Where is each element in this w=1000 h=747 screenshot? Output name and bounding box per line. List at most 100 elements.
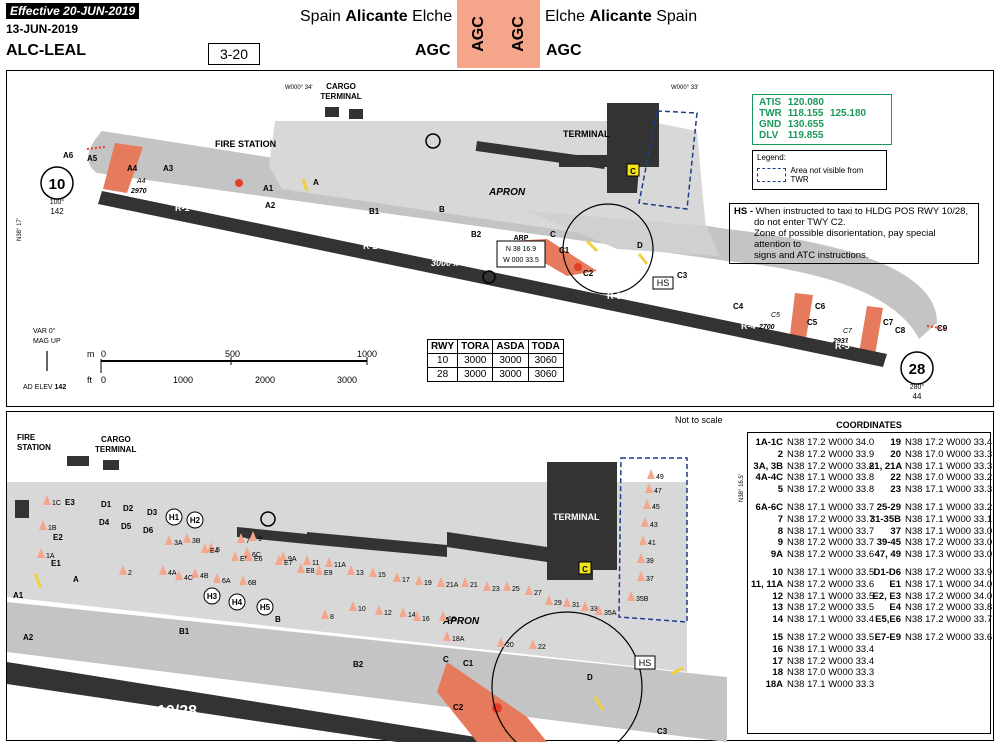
dd-cell: 3060 [527,367,564,382]
stand-c-sign-label: C [630,167,636,176]
helipad-h5-label: H5 [260,603,271,612]
stand-label: 4B [200,573,209,580]
stand-marker [237,533,245,543]
ad-elev-label: AD ELEV [23,384,53,391]
stand-marker [37,548,45,558]
freq-value: 120.080 [787,97,824,108]
twy-a1: A1 [263,184,274,193]
stand-coordinate: N38 17.0 W000 33.2 [905,472,993,484]
stand-marker [581,601,589,611]
rwy28-label: 28 [909,361,926,378]
detail-hs-tag-box [634,655,656,670]
stand-marker [297,563,305,573]
hotspot-c2-icon [574,263,582,271]
detail-cargo-label-2: TERMINAL [95,445,136,454]
twy-c9: C9 [937,324,948,333]
stand-marker [207,542,215,552]
helipads: H1 H2 H3 H4 H5 [165,508,274,616]
hotspot-note-line3: Zone of possible disorientation, pay spe… [754,228,936,250]
freq-name: DLV [759,130,779,141]
hs-tag-box [652,276,674,290]
twy-c2: C2 [583,269,594,278]
cargo-label-1: CARGO [326,82,356,91]
page-number: 3-20 [208,43,260,65]
stand-id: D1-D6 [873,566,901,578]
helipad-h3-label: H3 [207,592,218,601]
stand-coordinate: N38 17.1 W000 34.0 [905,578,993,590]
detail-twy-c1: C1 [463,659,474,668]
stand-label: 27 [534,590,542,597]
stand-id: 15 [772,631,783,643]
twy-c8: C8 [895,326,906,335]
detail-twy-b: B [275,615,281,624]
stand-label: 37 [646,576,654,583]
stand-label: E5 [240,556,249,563]
stand-marker [461,577,469,587]
detail-twy-b1: B1 [179,627,190,636]
dd-header-cell: RWY [426,339,459,354]
stand-label: E6 [254,556,263,563]
stand-label: 31 [572,602,580,609]
twy-b1: B1 [369,207,380,216]
detail-fire-label-2: STATION [17,443,51,452]
rwy-r1: R-1 [175,203,190,213]
stand-label: 7 [246,538,250,545]
stand-id: 11, 11A [751,578,784,590]
twy-c1: C1 [559,246,570,255]
stand-label: 12 [384,610,392,617]
detail-terminal-label: TERMINAL [553,512,600,522]
stand-marker [43,495,51,505]
stand-marker [415,575,423,585]
stand-id: 2 [777,448,783,460]
intersection-a4: A4 [136,178,146,185]
stop-bar-d [637,253,649,265]
helipad-h3 [203,587,221,605]
detail-cargo-building-1 [67,456,89,466]
stand-label: 29 [554,600,562,607]
stand-coordinate: N38 17.2 W000 33.7 [787,537,875,549]
stand-coordinate: N38 17.1 W000 33.4 [787,643,875,655]
legend-title: Legend: [757,153,786,162]
detail-twy-a2: A2 [23,633,34,642]
freq-name: ATIS [759,97,782,108]
region-right: Elche [545,8,586,25]
detail-stand-c-label: C [582,565,588,574]
stand-label: 21 [470,582,478,589]
scale-ft-2000: 2000 [255,375,275,385]
stand-coordinate: N38 17.2 W000 33.5 [787,602,875,614]
stand-id: 8 [777,525,783,537]
chart-name: ALC-LEAL [6,42,86,59]
stand-label: 17 [402,577,410,584]
hold-a6 [86,146,106,150]
stand-label: 43 [650,522,658,529]
stand-marker [545,595,553,605]
lon-right: W000° 33' [671,85,699,91]
detail-runway [7,662,507,742]
twy-c3: C3 [677,271,688,280]
rwy28-bearing: 280° [910,383,925,391]
stand-coordinate: N38 17.1 W000 33.2 [905,501,993,513]
country-left: Spain [300,8,341,25]
dist-2931: 2931 [832,338,849,345]
stand-id: 39-45 [876,537,901,549]
stand-id [869,656,905,668]
runway-segment-labels: R-1 R-2 R-3 R-4 R-5 3000 x 45 [175,203,850,351]
dd-cell: 3000 [457,367,494,382]
detail-twy-c3: C3 [657,727,668,736]
stand-coordinate [905,656,987,668]
stand-coordinate: N38 17.1 W000 33.5 [787,566,875,578]
dd-header-cell: TORA [457,339,494,354]
detail-stop-bar-a1 [33,573,43,589]
stand-marker [303,555,311,565]
stand-marker [637,553,645,563]
scale-ft-3000: 3000 [337,375,357,385]
icao-right: AGC [546,42,582,59]
stand-marker [645,483,653,493]
stand-id: 31-35B [869,513,901,525]
stand-label: 47 [654,488,662,495]
hotspot-circle [562,203,654,295]
